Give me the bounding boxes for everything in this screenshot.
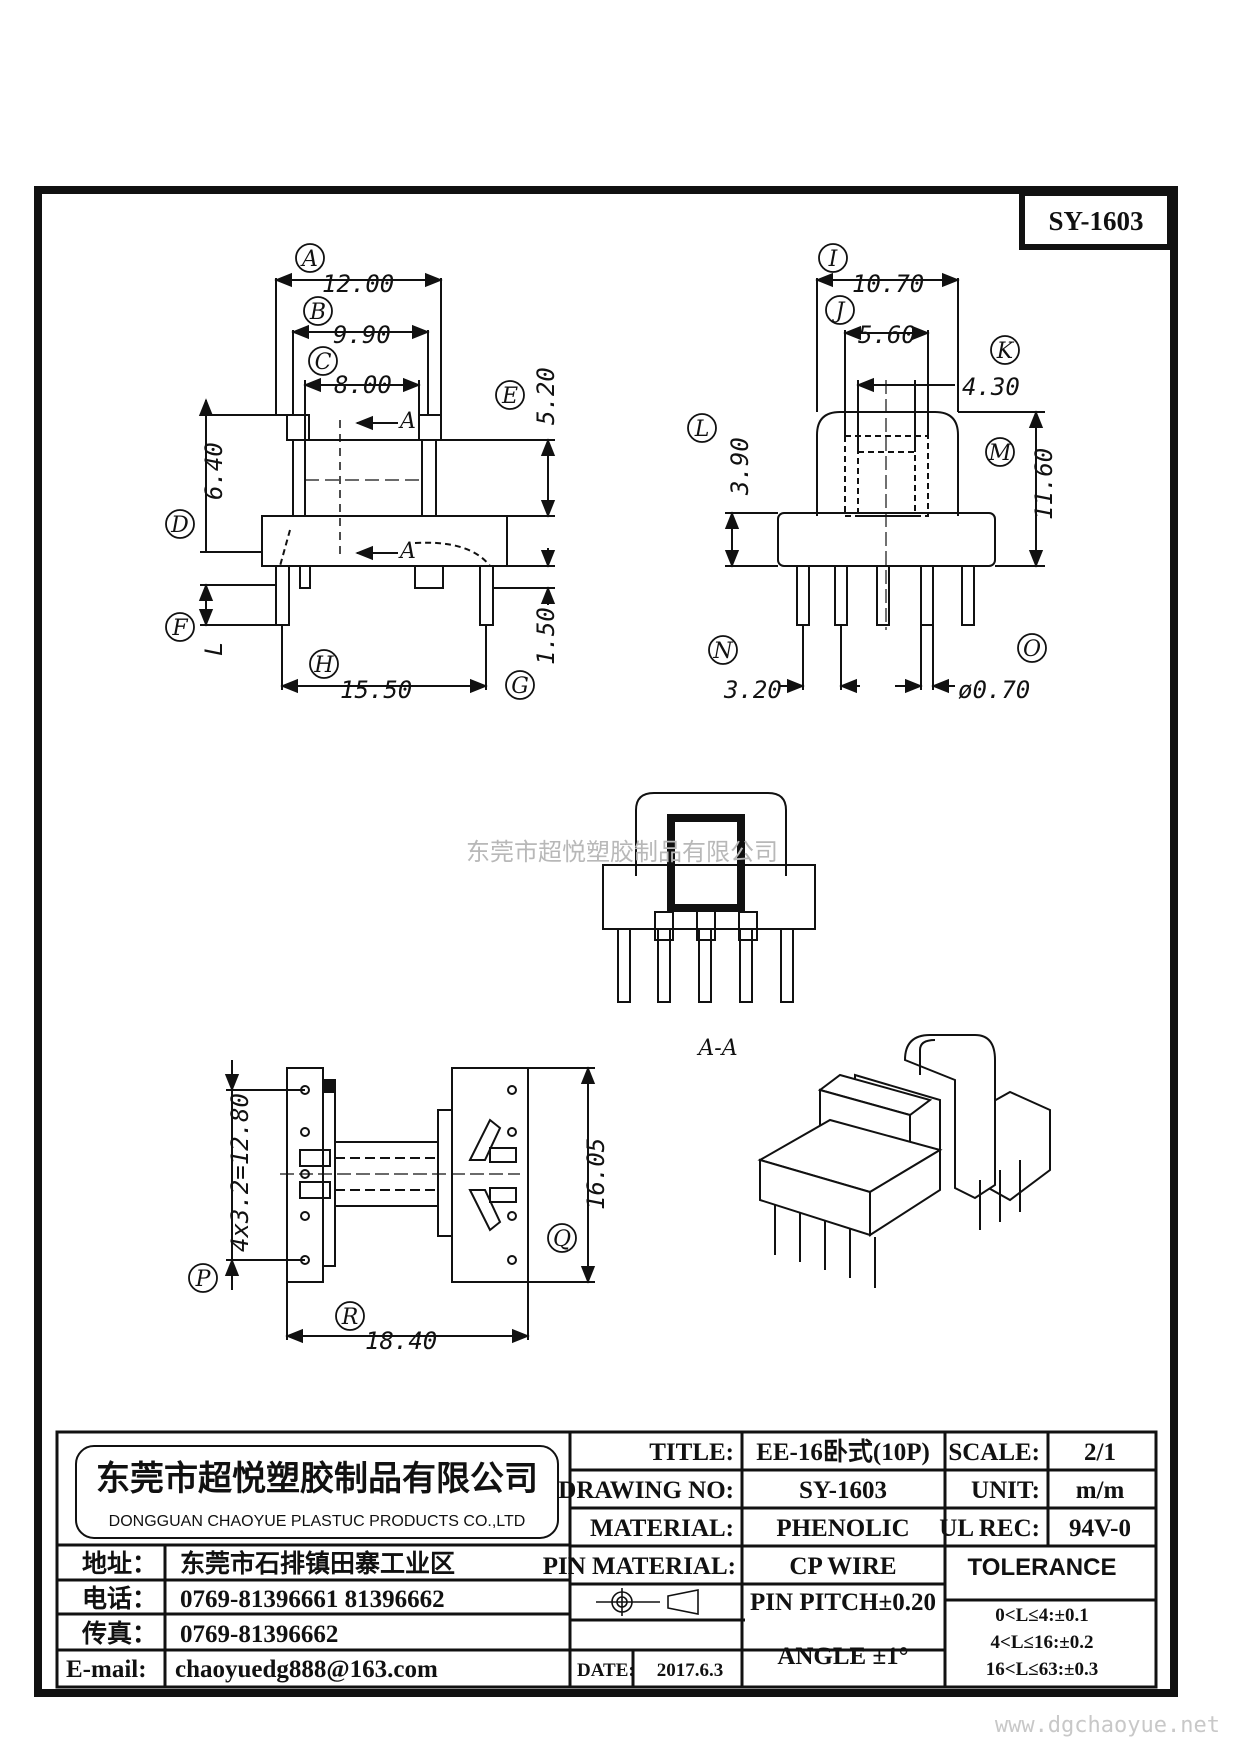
website-watermark: www.dgchaoyue.net bbox=[995, 1713, 1220, 1738]
dim-G-value: 1.50 bbox=[532, 607, 560, 665]
dim-A-value: 12.00 bbox=[322, 270, 394, 298]
material-value: PHENOLIC bbox=[776, 1515, 909, 1542]
dim-C-value: 8.00 bbox=[334, 371, 392, 399]
scale-value: 2/1 bbox=[1084, 1439, 1116, 1466]
email-value: chaoyuedg888@163.com bbox=[175, 1656, 438, 1683]
letter-H: H bbox=[313, 653, 334, 678]
pin-material-value: CP WIRE bbox=[789, 1553, 896, 1580]
letter-R: R bbox=[341, 1305, 359, 1330]
dim-K-value: 4.30 bbox=[962, 373, 1020, 401]
angle-tolerance: ANGLE ±1° bbox=[777, 1643, 908, 1670]
dim-D-value: 6.40 bbox=[200, 442, 228, 500]
letter-M: M bbox=[988, 441, 1012, 466]
letter-Q: Q bbox=[553, 1227, 571, 1252]
company-name-cn: 东莞市超悦塑胶制品有限公司 bbox=[96, 1459, 538, 1499]
dim-N-value: 3.20 bbox=[723, 676, 782, 704]
company-name-en: DONGGUAN CHAOYUE PLASTUC PRODUCTS CO.,LT… bbox=[109, 1513, 526, 1530]
scale-label: SCALE: bbox=[948, 1439, 1040, 1466]
dim-Q-value: 16.05 bbox=[582, 1138, 610, 1210]
dim-B-value: 9.90 bbox=[333, 321, 391, 349]
letter-bubbles-side bbox=[687, 243, 1047, 665]
dim-J-value: 5.60 bbox=[858, 321, 916, 349]
dim-F-value: L bbox=[200, 642, 228, 656]
drawing-info: TITLE: EE-16卧式(10P) DRAWING NO: SY-1603 … bbox=[543, 1438, 1131, 1681]
outer-border bbox=[34, 186, 1178, 1697]
side-view bbox=[724, 272, 1045, 694]
ul-rec-value: 94V-0 bbox=[1069, 1515, 1131, 1542]
tolerance-1: 0<L≤4:±0.1 bbox=[995, 1605, 1088, 1626]
email-label: E-mail: bbox=[66, 1656, 147, 1683]
letter-B: B bbox=[309, 300, 326, 325]
address-value: 东莞市石排镇田寨工业区 bbox=[180, 1549, 455, 1578]
dim-E-value: 5.20 bbox=[532, 367, 560, 425]
drawing-code: SY-1603 bbox=[1048, 206, 1143, 236]
dim-L-value: 3.90 bbox=[726, 437, 754, 496]
dim-P-value: 4x3.2=12.80 bbox=[226, 1093, 254, 1252]
letter-C: C bbox=[315, 350, 332, 375]
projection-symbol-icon bbox=[596, 1588, 699, 1616]
front-view bbox=[198, 272, 556, 694]
fax-label: 传真： bbox=[81, 1620, 157, 1648]
tolerance-2: 4<L≤16:±0.2 bbox=[991, 1632, 1094, 1653]
letter-E: E bbox=[501, 384, 518, 409]
letter-bubbles-bottom bbox=[188, 1223, 577, 1331]
dim-R-value: 18.40 bbox=[365, 1327, 437, 1355]
letter-O: O bbox=[1023, 637, 1041, 662]
title-label: TITLE: bbox=[649, 1439, 734, 1466]
isometric-view bbox=[757, 1034, 1051, 1288]
unit-value: m/m bbox=[1076, 1477, 1125, 1504]
dim-H-value: 15.50 bbox=[340, 676, 412, 704]
letter-N: N bbox=[712, 639, 733, 664]
section-label: A-A bbox=[696, 1036, 737, 1061]
letter-P: P bbox=[195, 1267, 212, 1292]
ul-rec-label: UL REC: bbox=[939, 1515, 1040, 1542]
section-mark-top: A bbox=[398, 409, 416, 434]
contact-info: 地址： 东莞市石排镇田寨工业区 电话： 0769-81396661 813966… bbox=[66, 1549, 455, 1683]
dim-I-value: 10.70 bbox=[852, 270, 924, 298]
address-label: 地址： bbox=[82, 1550, 157, 1578]
drawing-code-box: SY-1603 bbox=[1019, 190, 1173, 250]
pin-pitch: PIN PITCH±0.20 bbox=[750, 1589, 936, 1616]
tolerance-3: 16<L≤63:±0.3 bbox=[986, 1659, 1098, 1680]
letter-L: L bbox=[694, 417, 710, 442]
letter-I: I bbox=[828, 247, 839, 272]
drawing-no-value: SY-1603 bbox=[799, 1477, 887, 1504]
dim-O-value: ø0.70 bbox=[958, 676, 1030, 704]
fax-value: 0769-81396662 bbox=[180, 1621, 338, 1648]
tolerance-label: TOLERANCE bbox=[968, 1554, 1117, 1581]
date-label: DATE: bbox=[577, 1660, 635, 1681]
letter-bubbles-front bbox=[165, 243, 535, 700]
title-value: EE-16卧式(10P) bbox=[756, 1438, 930, 1466]
side-view-labels: 10.70 5.60 4.30 3.90 11.60 3.20 ø0.70 I … bbox=[687, 243, 1058, 704]
letter-G: G bbox=[511, 674, 529, 699]
letter-J: J bbox=[832, 299, 846, 324]
letter-K: K bbox=[996, 339, 1015, 364]
material-label: MATERIAL: bbox=[590, 1515, 734, 1542]
bottom-view-labels: 4x3.2=12.80 16.05 18.40 P Q R bbox=[188, 1093, 610, 1355]
letter-D: D bbox=[170, 513, 189, 538]
letter-F: F bbox=[171, 616, 188, 641]
title-block bbox=[55, 1430, 1158, 1689]
letter-A: A bbox=[300, 247, 318, 272]
date-value: 2017.6.3 bbox=[657, 1660, 724, 1681]
unit-label: UNIT: bbox=[971, 1477, 1040, 1504]
front-view-labels: 12.00 9.90 8.00 6.40 5.20 L 1.50 15.50 A… bbox=[165, 243, 560, 704]
pin-material-label: PIN MATERIAL: bbox=[543, 1553, 736, 1580]
phone-value: 0769-81396661 81396662 bbox=[180, 1586, 445, 1613]
dim-M-value: 11.60 bbox=[1030, 448, 1058, 520]
section-mark-bottom: A bbox=[398, 539, 416, 564]
drawing-no-label: DRAWING NO: bbox=[558, 1477, 734, 1504]
bottom-view bbox=[224, 1060, 596, 1344]
phone-label: 电话： bbox=[82, 1585, 157, 1613]
section-view bbox=[602, 792, 816, 1003]
watermark-text: 东莞市超悦塑胶制品有限公司 bbox=[466, 838, 778, 866]
company-box: 东莞市超悦塑胶制品有限公司 DONGGUAN CHAOYUE PLASTUC P… bbox=[75, 1445, 559, 1539]
